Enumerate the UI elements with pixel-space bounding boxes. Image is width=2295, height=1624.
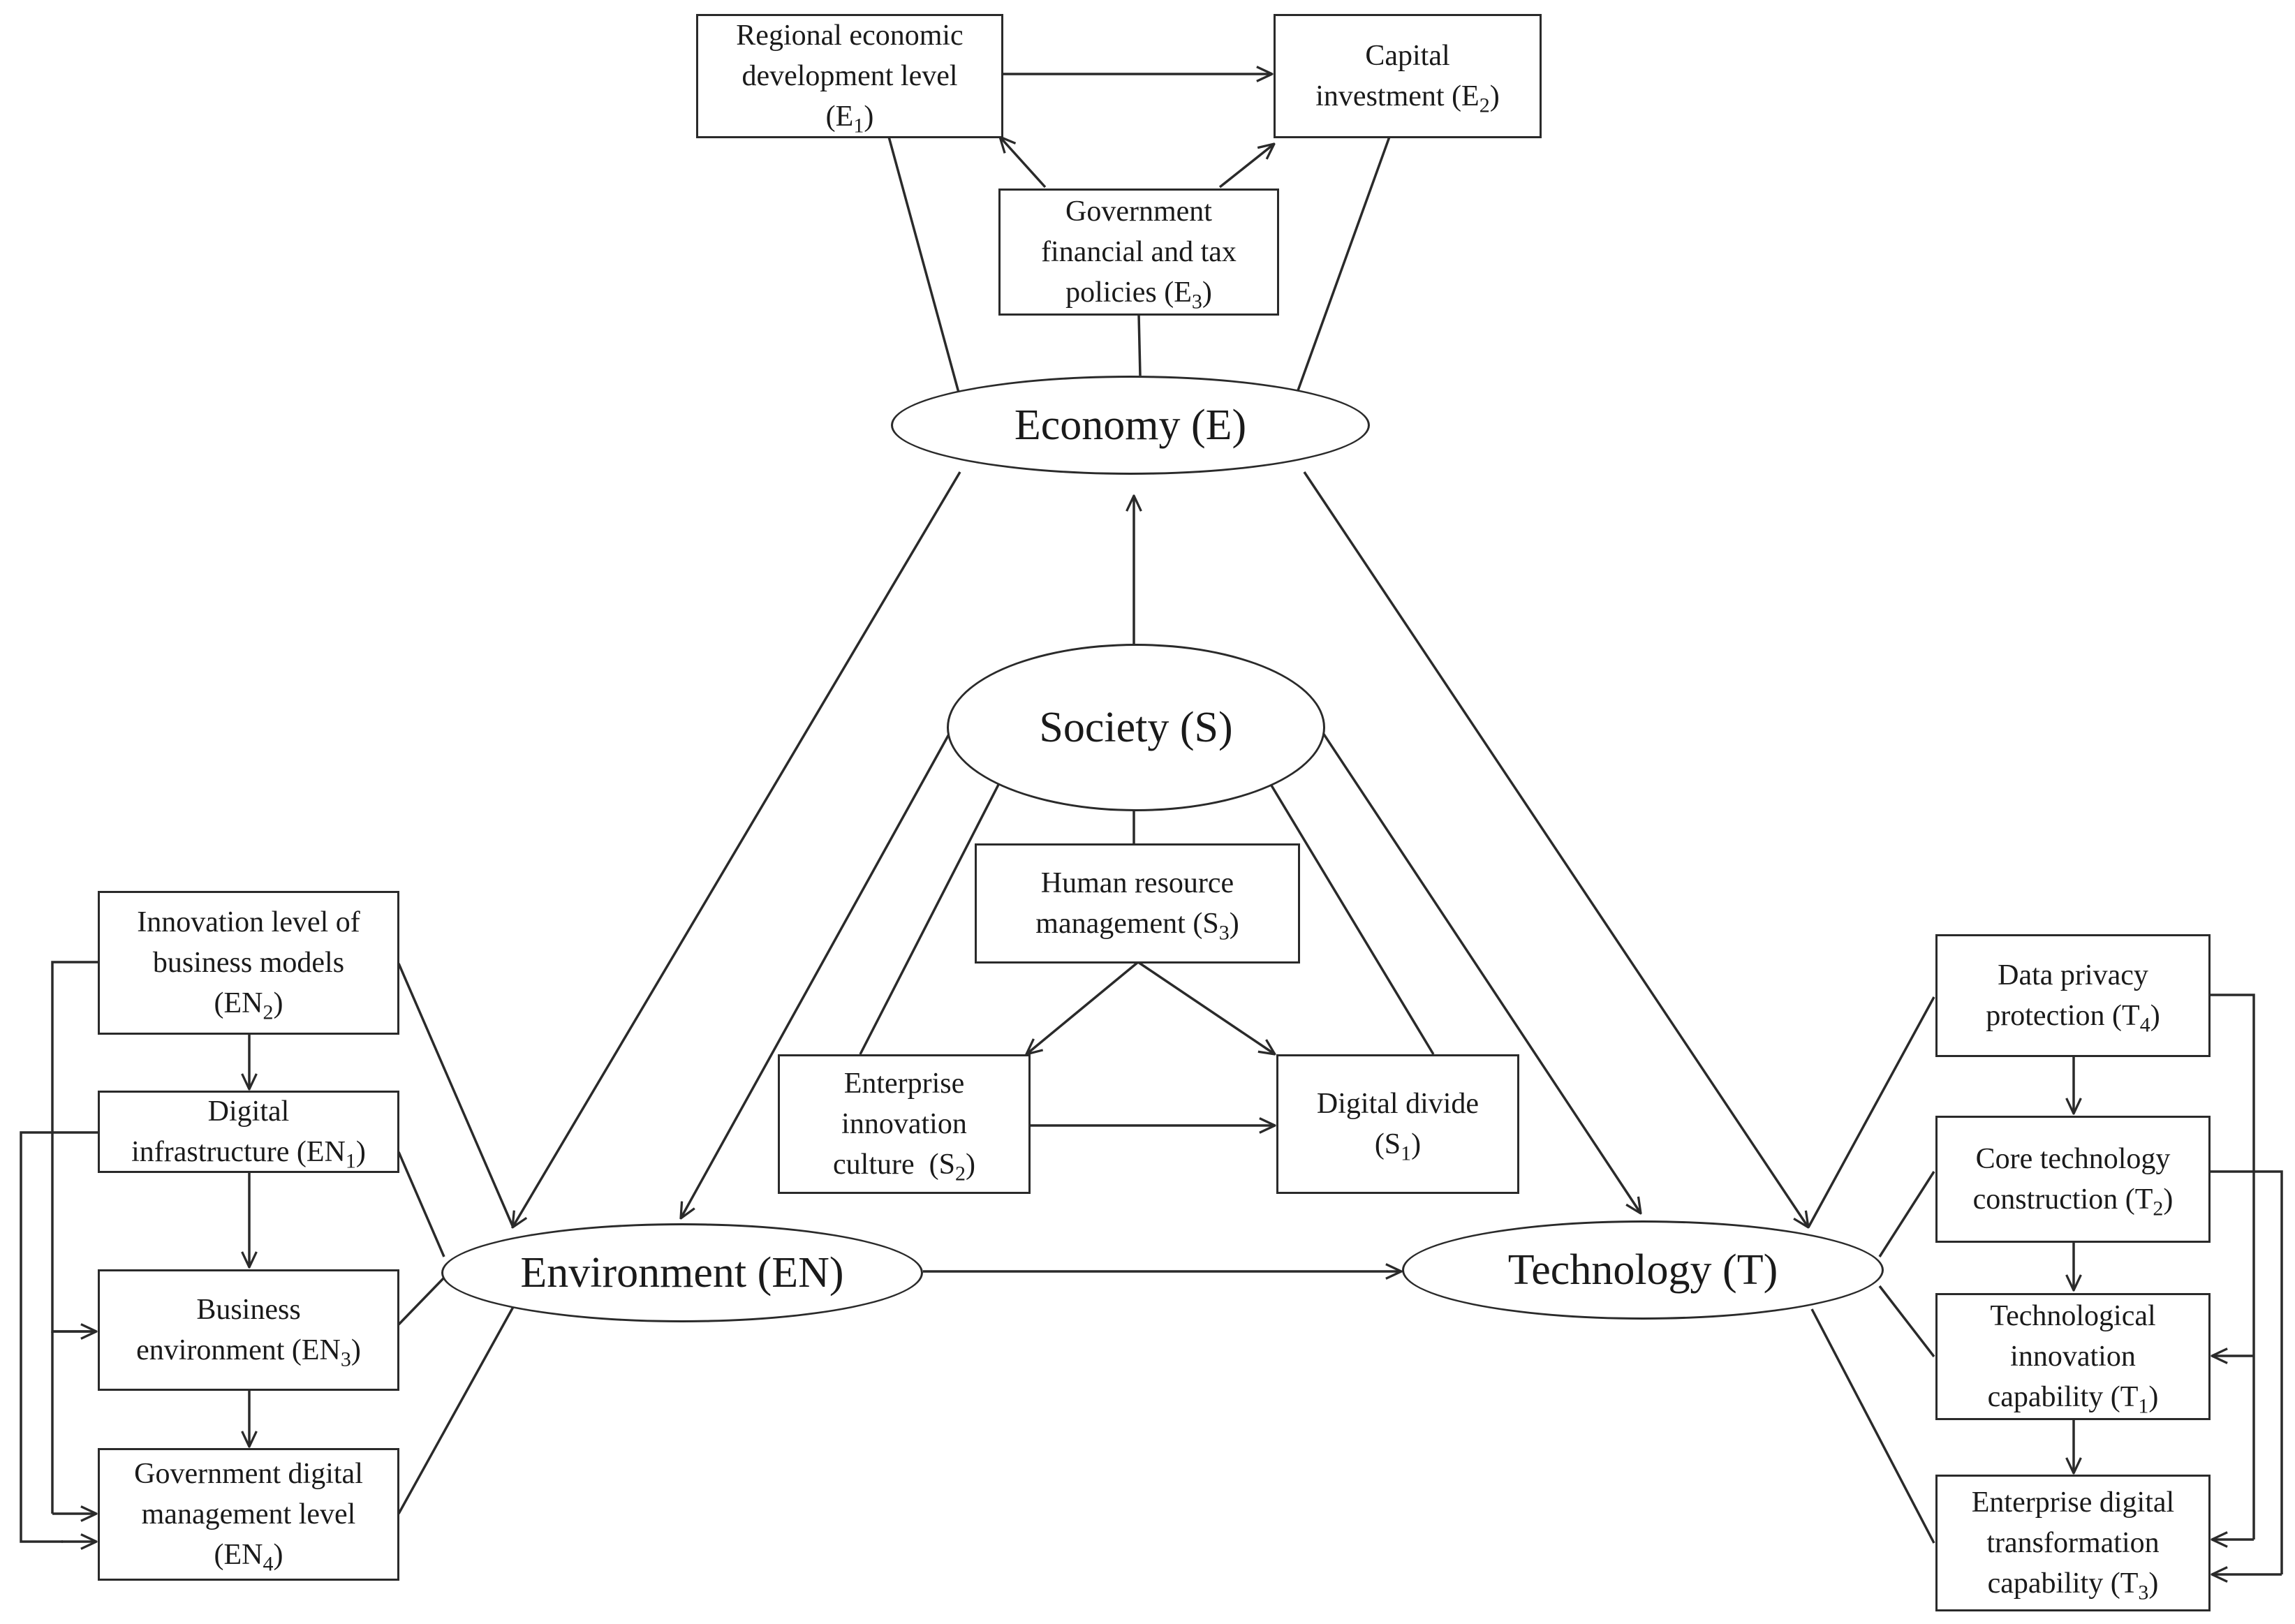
link-e1-economy (887, 136, 960, 393)
arrow-en2-en3-en4 (51, 961, 98, 1333)
environment-label: Environment (EN) (520, 1248, 844, 1297)
e2-line-1: Capital (1365, 40, 1450, 72)
e3-line-2: financial and tax (1041, 236, 1237, 268)
s3-line-1: Human resource (1040, 867, 1234, 899)
s1-line-2: (S1) (1374, 1128, 1422, 1165)
en2-line-3: (EN2) (214, 987, 283, 1024)
society-label: Society (S) (1039, 703, 1233, 751)
link-en3-environment (397, 1276, 445, 1326)
t1-line-2: innovation (2010, 1341, 2136, 1373)
environment-node: Environment (EN) (441, 1223, 923, 1322)
e3-line-1: Government (1065, 195, 1212, 228)
link-en1-environment (397, 1151, 445, 1257)
arrow-society-environment (681, 732, 951, 1218)
arrow-society-technology (1322, 732, 1641, 1213)
en4-line-1: Government digital (134, 1458, 363, 1490)
arrow-e3-e1 (1000, 137, 1047, 189)
box-en4: Government digital management level (EN4… (98, 1448, 399, 1581)
box-en3: Business environment (EN3) (98, 1269, 399, 1391)
box-en2: Innovation level of business models (EN2… (98, 891, 399, 1035)
s3-line-2: management (S3) (1035, 908, 1239, 945)
s1-line-1: Digital divide (1316, 1088, 1479, 1120)
society-node: Society (S) (947, 644, 1325, 811)
t4-line-2: protection (T4) (1986, 1000, 2160, 1037)
en4-line-3: (EN4) (214, 1539, 283, 1576)
link-e3-economy (1137, 313, 1142, 376)
arrow-t2-t3 (2210, 1170, 2283, 1574)
arrow-s3-s2 (1026, 961, 1139, 1054)
arrow-e3-e2 (1218, 144, 1274, 189)
box-s1: Digital divide (S1) (1276, 1054, 1519, 1194)
link-en2-environment (397, 963, 515, 1228)
en2-line-1: Innovation level of (137, 906, 360, 938)
en3-line-1: Business (196, 1294, 301, 1326)
box-s3: Human resource management (S3) (975, 843, 1300, 964)
link-society-s1 (1268, 781, 1435, 1055)
box-e2: Capital investment (E2) (1274, 14, 1542, 138)
link-t3-technology (1810, 1308, 1935, 1544)
en1-line-2: infrastructure (EN1) (131, 1136, 366, 1173)
arrow-t4-t1-t3 (2210, 994, 2255, 1540)
link-t2-technology (1878, 1171, 1935, 1257)
e1-line-1: Regional economic (736, 20, 964, 52)
link-e2-economy (1296, 136, 1391, 393)
s2-line-1: Enterprise (843, 1068, 965, 1100)
economy-label: Economy (E) (1014, 401, 1247, 449)
arrow-s3-s1 (1137, 961, 1275, 1054)
t4-line-1: Data privacy (1998, 959, 2148, 991)
e1-line-3: (E1) (825, 101, 874, 138)
en4-line-2: management level (141, 1498, 356, 1530)
arrow-economy-technology (1303, 471, 1808, 1227)
link-t1-technology (1878, 1285, 1935, 1358)
box-t4: Data privacy protection (T4) (1935, 934, 2211, 1057)
en1-line-1: Digital (207, 1095, 290, 1128)
en3-line-2: environment (EN3) (136, 1334, 361, 1371)
technology-node: Technology (T) (1402, 1220, 1884, 1320)
t3-line-2: transformation (1986, 1527, 2160, 1559)
t2-line-1: Core technology (1975, 1143, 2171, 1175)
box-t3: Enterprise digital transformation capabi… (1935, 1475, 2211, 1611)
box-s2: Enterprise innovation culture (S2) (778, 1054, 1031, 1194)
t3-line-3: capability (T3) (1987, 1567, 2159, 1604)
e1-line-2: development level (741, 60, 958, 92)
t1-line-3: capability (T1) (1987, 1381, 2159, 1418)
link-en4-environment (397, 1306, 515, 1514)
box-en1: Digital infrastructure (EN1) (98, 1091, 399, 1173)
s2-line-3: culture (S2) (833, 1149, 975, 1186)
t1-line-1: Technological (1990, 1300, 2156, 1332)
s2-line-2: innovation (841, 1108, 967, 1140)
link-society-s2 (859, 781, 1001, 1055)
e2-line-2: investment (E2) (1315, 80, 1500, 117)
box-e3: Government financial and tax policies (E… (998, 189, 1279, 316)
t3-line-1: Enterprise digital (1971, 1486, 2175, 1519)
arrow-economy-environment (512, 471, 961, 1227)
technology-label: Technology (T) (1507, 1246, 1778, 1294)
box-t2: Core technology construction (T2) (1935, 1116, 2211, 1243)
box-t1: Technological innovation capability (T1) (1935, 1293, 2211, 1420)
link-t4-technology (1807, 996, 1935, 1228)
arrow-en1-en4 (20, 1131, 98, 1543)
economy-node: Economy (E) (891, 376, 1370, 475)
e3-line-3: policies (E3) (1065, 276, 1212, 313)
en2-line-2: business models (152, 947, 345, 979)
t2-line-2: construction (T2) (1972, 1183, 2174, 1220)
box-e1: Regional economic development level (E1) (696, 14, 1003, 138)
